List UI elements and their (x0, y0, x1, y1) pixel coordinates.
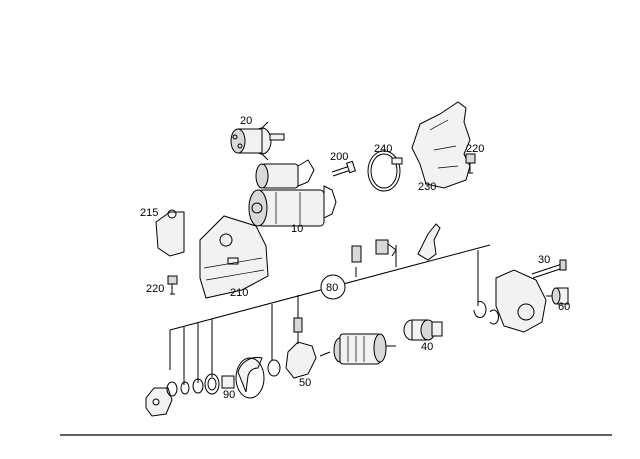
part-label-50: 50 (299, 377, 311, 389)
drive-housing-part[interactable] (495, 269, 554, 333)
part-label-200: 200 (330, 151, 348, 163)
part-label-80: 80 (326, 282, 338, 294)
part-label-210: 210 (230, 287, 248, 299)
bracket-215-part[interactable] (155, 209, 185, 257)
part-label-90: 90 (223, 389, 235, 401)
brush-plate-part[interactable] (235, 356, 265, 399)
cover-210-part[interactable] (199, 215, 269, 299)
bolt-220-left-part[interactable] (167, 275, 178, 295)
part-label-20: 20 (240, 115, 252, 127)
bushing-60-part[interactable] (551, 287, 569, 305)
bolt-220-top-part[interactable] (465, 153, 476, 174)
clamp-240-part[interactable] (367, 150, 403, 192)
callout-circle-80 (320, 274, 346, 300)
brush-holder-50-part[interactable] (285, 317, 317, 379)
washer-rings-part[interactable] (166, 373, 235, 397)
pinion-40-part[interactable] (403, 319, 443, 341)
clip-80-part[interactable] (351, 239, 397, 263)
o-ring-part[interactable] (267, 359, 281, 377)
part-label-30: 30 (538, 254, 550, 266)
part-label-60: 60 (558, 301, 570, 313)
end-plate-part[interactable] (145, 387, 173, 417)
bolt-30-part[interactable] (531, 259, 567, 279)
part-label-220-left: 220 (146, 283, 164, 295)
part-label-220-top: 220 (466, 143, 484, 155)
bolt-200-part[interactable] (331, 160, 357, 177)
starter-motor-part[interactable] (248, 159, 337, 227)
part-label-10: 10 (291, 223, 303, 235)
armature-part[interactable] (319, 333, 396, 365)
heat-shield-230-part[interactable] (411, 101, 471, 189)
part-label-215: 215 (140, 207, 158, 219)
part-label-230: 230 (418, 181, 436, 193)
part-label-240: 240 (374, 143, 392, 155)
part-label-40: 40 (421, 341, 433, 353)
fork-lever-part[interactable] (417, 223, 441, 261)
solenoid-part[interactable] (230, 121, 285, 161)
snap-ring-part[interactable] (473, 301, 499, 325)
